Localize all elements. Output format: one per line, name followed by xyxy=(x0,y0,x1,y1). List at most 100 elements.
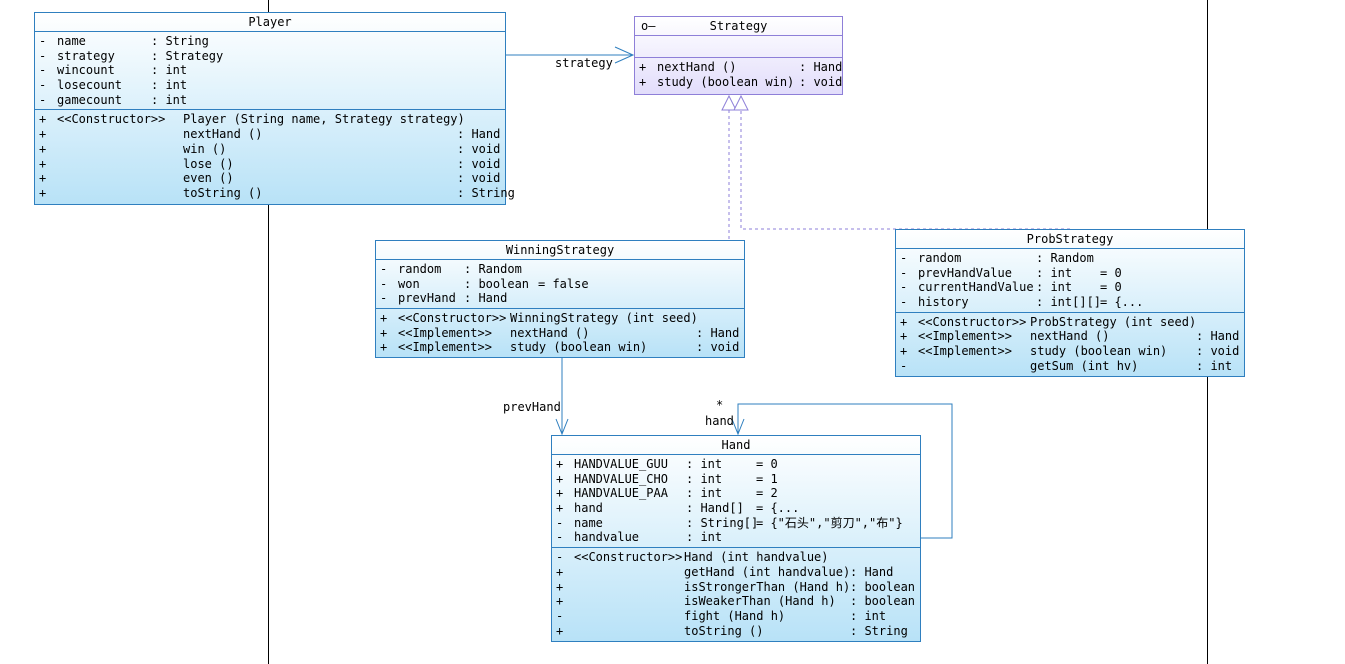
attribute-type: : int xyxy=(1036,265,1073,280)
attribute-row[interactable]: -name: String xyxy=(39,34,505,49)
operation-row[interactable]: +<<Implement>>study (boolean win): void xyxy=(900,344,1244,359)
attribute-row[interactable]: +HANDVALUE_GUU: int= 0 xyxy=(556,457,920,472)
operation-vis: + xyxy=(900,344,908,359)
operation-row[interactable]: -getSum (int hv): int xyxy=(900,359,1244,374)
operation-row[interactable]: -<<Constructor>>Hand (int handvalue) xyxy=(556,550,920,565)
class-winningstrategy[interactable]: WinningStrategy -random: Random-won: bool… xyxy=(375,240,745,358)
attribute-row[interactable]: -wincount : int xyxy=(39,63,505,78)
attribute-vis: - xyxy=(39,63,47,78)
operation-row[interactable]: +even (): void xyxy=(39,171,505,186)
operation-row[interactable]: +isWeakerThan (Hand h): boolean xyxy=(556,594,920,609)
operation-sig: study (boolean win) xyxy=(510,340,648,355)
operation-row[interactable]: -fight (Hand h): int xyxy=(556,609,920,624)
hand-multiplicity-label: * xyxy=(716,398,724,412)
operation-stereo xyxy=(574,594,684,609)
operation-row[interactable]: +<<Constructor>>Player (String name, Str… xyxy=(39,112,505,127)
operation-sig: Hand (int handvalue) xyxy=(684,550,829,565)
attribute-type: : int xyxy=(686,457,723,471)
attribute-row[interactable]: -prevHandValue: int= 0 xyxy=(900,266,1244,281)
operation-vis: + xyxy=(556,623,564,638)
attribute-name: wincount xyxy=(57,63,115,78)
attribute-type: : String xyxy=(151,34,209,48)
attribute-init: = 0 xyxy=(1100,280,1122,295)
operation-row[interactable]: +getHand (int handvalue): Hand xyxy=(556,565,920,580)
operation-ret: : String xyxy=(457,185,515,200)
operation-row[interactable]: +toString (): String xyxy=(39,185,515,201)
attribute-row[interactable]: +HANDVALUE_PAA: int= 2 xyxy=(556,486,920,501)
operation-stereo xyxy=(574,624,684,639)
attribute-row[interactable]: -strategy: Strategy xyxy=(39,49,505,64)
attribute-init: = 2 xyxy=(756,486,778,501)
winning-title-text: WinningStrategy xyxy=(505,243,615,257)
operation-sig: ProbStrategy (int seed) xyxy=(1030,314,1197,329)
attribute-row[interactable]: -won: boolean= false xyxy=(380,277,744,292)
operation-row[interactable]: +<<Implement>>nextHand (): Hand xyxy=(380,326,744,341)
operation-row[interactable]: +<<Constructor>>WinningStrategy (int see… xyxy=(380,311,744,326)
operation-sig: toString () xyxy=(183,185,263,200)
class-probstrategy[interactable]: ProbStrategy-random: Random-prevHandValu… xyxy=(895,229,1245,377)
attribute-row[interactable]: -handvalue: int xyxy=(556,530,920,545)
attribute-row[interactable]: -random: Random xyxy=(900,251,1244,266)
strategy-attributes xyxy=(635,36,842,57)
operation-vis: + xyxy=(39,112,47,127)
realization-probstrategy[interactable] xyxy=(733,94,1070,230)
operation-vis: + xyxy=(639,60,647,74)
operation-row[interactable]: +nextHand (): Hand xyxy=(39,127,505,142)
association-hand-self[interactable] xyxy=(731,403,953,539)
operation-row[interactable]: +<<Implement>>nextHand (): Hand xyxy=(900,329,1244,344)
attribute-row[interactable]: -gamecount: int xyxy=(39,93,505,108)
attribute-row[interactable]: -losecount: int xyxy=(39,78,505,93)
association-prevhand[interactable] xyxy=(555,358,569,436)
attribute-init: = {"石头","剪刀","布"} xyxy=(756,515,903,530)
operation-row[interactable]: +<<Constructor>>ProbStrategy (int seed) xyxy=(900,315,1244,330)
class-player[interactable]: Player-name: String-strategy: Strategy-w… xyxy=(34,12,515,205)
operation-stereo xyxy=(57,186,183,201)
attribute-vis: + xyxy=(556,486,564,501)
attribute-row[interactable]: -random: Random xyxy=(380,262,744,277)
attribute-name: losecount xyxy=(57,78,123,93)
player-title-text: Player xyxy=(248,15,292,29)
attribute-row[interactable]: -history: int[][]= {... xyxy=(900,295,1244,310)
attribute-row[interactable]: -name: String[]= {"石头","剪刀","布"} xyxy=(556,516,920,531)
operation-row[interactable]: +isStrongerThan (Hand h): boolean xyxy=(556,580,920,595)
interface-strategy[interactable]: o—Strategy +nextHand (): Hand+study (bool… xyxy=(634,16,843,95)
attribute-vis: - xyxy=(39,48,47,63)
operation-row[interactable]: +study (boolean win): void xyxy=(639,75,842,90)
attribute-row[interactable]: -currentHandValue: int= 0 xyxy=(900,280,1244,295)
operation-stereo xyxy=(57,171,183,186)
operation-ret: : void xyxy=(457,171,501,186)
class-hand[interactable]: Hand+HANDVALUE_GUU: int= 0+HANDVALUE_CHO… xyxy=(551,435,921,642)
operation-ret: : void xyxy=(1196,344,1240,359)
attribute-type: : int xyxy=(151,63,188,78)
attribute-name: name xyxy=(57,34,86,48)
hand-association-label: hand xyxy=(705,414,734,428)
attribute-row[interactable]: +hand: Hand[]= {... xyxy=(556,501,920,516)
attribute-vis: - xyxy=(900,251,908,265)
operation-row[interactable]: +nextHand (): Hand xyxy=(639,60,842,75)
operation-ret: : void xyxy=(457,156,501,171)
operation-row[interactable]: +toString (): String xyxy=(556,624,920,639)
operation-sig: nextHand () xyxy=(1030,329,1110,344)
strategy-operations: +nextHand (): Hand+study (boolean win): … xyxy=(635,57,842,91)
attribute-name: prevHand xyxy=(398,291,456,306)
attribute-row[interactable]: -prevHand: Hand xyxy=(380,291,744,306)
attribute-type: : Strategy xyxy=(151,48,224,63)
attribute-vis: - xyxy=(380,262,388,276)
attribute-type: : Random xyxy=(1036,251,1094,265)
operation-row[interactable]: +win (): void xyxy=(39,142,505,157)
attribute-row[interactable]: +HANDVALUE_CHO: int= 1 xyxy=(556,472,920,487)
operation-row[interactable]: +lose (): void xyxy=(39,157,505,172)
operation-vis: + xyxy=(900,314,908,329)
operation-row[interactable]: +<<Implement>>study (boolean win): void xyxy=(380,340,744,355)
strategy-class-name: o—Strategy xyxy=(635,17,842,36)
operation-vis: + xyxy=(556,594,564,609)
realization-winningstrategy[interactable] xyxy=(721,94,737,239)
hand-operations: -<<Constructor>>Hand (int handvalue)+get… xyxy=(552,547,920,640)
attribute-type: : int xyxy=(1036,280,1073,295)
operation-sig: getHand (int handvalue) xyxy=(684,564,851,579)
attribute-init: = 0 xyxy=(756,457,778,471)
operation-sig: win () xyxy=(183,141,227,156)
attribute-vis: - xyxy=(556,530,564,545)
operation-vis: - xyxy=(556,608,564,623)
association-player-strategy[interactable] xyxy=(505,46,635,64)
